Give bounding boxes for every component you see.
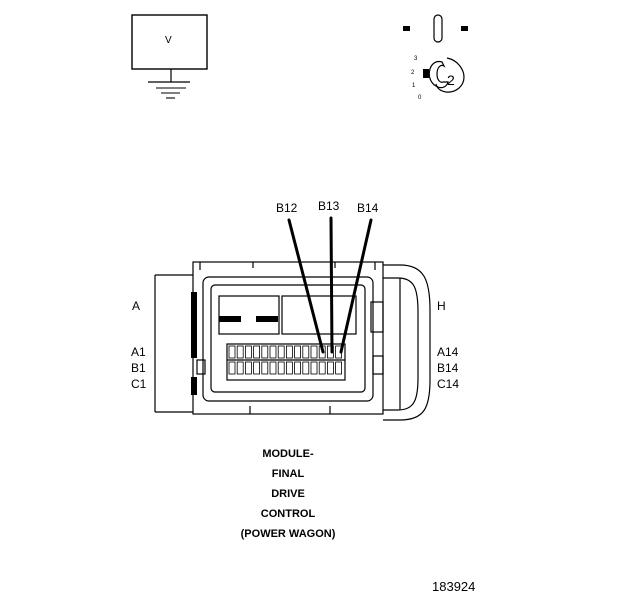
ground-icon [156, 87, 186, 99]
terminal-cavity [335, 361, 343, 375]
terminal-cavity [310, 345, 318, 359]
terminal-cavity [253, 345, 261, 359]
selector-value: 2 [447, 72, 455, 88]
row-label-left-c1: C1 [131, 377, 147, 391]
meter-label: V [165, 35, 172, 46]
pin-label-b12: B12 [276, 201, 298, 215]
terminal-cavity [285, 361, 293, 375]
terminal-cavity [269, 345, 277, 359]
terminal-cavities [228, 345, 343, 375]
terminal-cavity [261, 345, 269, 359]
selector-position-3: 3 [414, 56, 418, 62]
terminal-cavity [261, 361, 269, 375]
terminal-cavity [326, 361, 334, 375]
probe-line-b14 [339, 218, 373, 354]
row-label-left-a1: A1 [131, 345, 146, 359]
pin-label-b14: B14 [357, 201, 379, 215]
terminal-cavity [236, 361, 244, 375]
selector-switch-icon [403, 14, 468, 93]
terminal-cavity [244, 345, 252, 359]
locking-lever [383, 264, 431, 421]
terminal-cavity [244, 361, 252, 375]
terminal-cavity [302, 345, 310, 359]
selector-position-2: 2 [411, 70, 415, 76]
terminal-cavity [228, 345, 236, 359]
connector-seals [191, 292, 278, 395]
selector-position-0: 0 [418, 95, 422, 101]
pin-label-b13: B13 [318, 199, 340, 213]
connector-housing [154, 261, 384, 415]
terminal-cavity [310, 361, 318, 375]
row-label-right-c14: C14 [437, 377, 460, 391]
terminal-cavity [269, 361, 277, 375]
terminal-cavity [294, 345, 302, 359]
voltmeter-icon [131, 14, 208, 83]
terminal-cavity [253, 361, 261, 375]
row-label-right-h: H [437, 299, 446, 313]
caption-line-4: CONTROL [260, 508, 316, 520]
probe-lines [287, 216, 373, 354]
terminal-cavity [277, 361, 285, 375]
terminal-cavity [228, 361, 236, 375]
row-label-left-b1: B1 [131, 361, 146, 375]
figure-number: 183924 [432, 579, 476, 594]
selector-position-1: 1 [412, 83, 416, 89]
row-label-right-a14: A14 [437, 345, 459, 359]
terminal-cavity [294, 361, 302, 375]
probe-line-b12 [287, 218, 325, 354]
row-label-right-b14: B14 [437, 361, 459, 375]
caption-line-5: (POWER WAGON) [240, 528, 336, 540]
caption-line-1: MODULE- [262, 448, 314, 460]
terminal-cavity [277, 345, 285, 359]
terminal-cavity [302, 361, 310, 375]
row-label-left-a: A [132, 299, 141, 313]
probe-line-b13 [329, 216, 334, 354]
caption-line-2: FINAL [271, 468, 305, 480]
terminal-cavity [285, 345, 293, 359]
terminal-cavity [236, 345, 244, 359]
terminal-cavity [318, 361, 326, 375]
caption-line-3: DRIVE [271, 488, 305, 500]
